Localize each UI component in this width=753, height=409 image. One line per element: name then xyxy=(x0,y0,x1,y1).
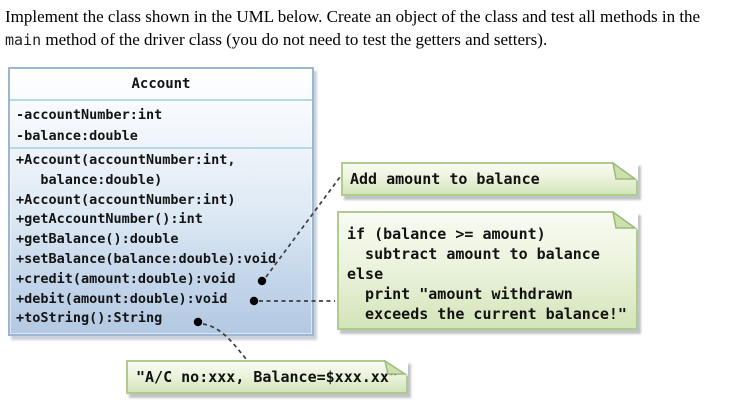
folded-corner-icon xyxy=(612,162,638,181)
note-debit-line: exceeds the current balance!" xyxy=(347,305,627,323)
methods-compartment: +Account(accountNumber:int, balance:doub… xyxy=(10,149,312,329)
folded-corner-icon xyxy=(384,360,408,376)
note-tostring: "A/C no:xxx, Balance=$xxx.xx" xyxy=(126,360,408,394)
note-debit-line: subtract amount to balance xyxy=(347,245,600,263)
class-name: Account xyxy=(131,76,191,92)
instruction-line-2-rest: method of the driver class (you do not n… xyxy=(41,30,548,49)
instruction-line-1: Implement the class shown in the UML bel… xyxy=(5,7,701,26)
folded-corner-icon xyxy=(612,211,638,230)
note-debit: if (balance >= amount) subtract amount t… xyxy=(337,211,638,330)
attribute-item: -balance:double xyxy=(16,128,138,144)
note-debit-line: print "amount withdrawn xyxy=(347,285,573,303)
attributes-compartment: -accountNumber:int -balance:double xyxy=(10,101,312,149)
note-debit-line: else xyxy=(347,265,384,283)
instruction-line-2: main method of the driver class (you do … xyxy=(5,28,751,52)
note-credit: Add amount to balance xyxy=(341,162,638,196)
attribute-item: -accountNumber:int xyxy=(16,107,163,123)
method-item: balance:double) xyxy=(16,171,163,188)
method-item: +credit(amount:double):void xyxy=(16,270,236,287)
method-item: +Account(accountNumber:int, xyxy=(16,152,236,168)
note-tostring-text: "A/C no:xxx, Balance=$xxx.xx" xyxy=(136,368,398,386)
method-item: +getBalance():double xyxy=(16,231,179,248)
method-item: +getAccountNumber():int xyxy=(16,211,203,228)
uml-class-box: Account -accountNumber:int -balance:doub… xyxy=(8,67,314,336)
instruction-text: Implement the class shown in the UML bel… xyxy=(5,5,751,52)
main-code-token: main xyxy=(5,31,42,49)
note-credit-text: Add amount to balance xyxy=(350,170,540,188)
method-item: +toString():String xyxy=(16,310,163,327)
class-name-header: Account xyxy=(10,69,312,101)
method-item: +Account(accountNumber:int) xyxy=(16,191,236,208)
method-item: +setBalance(balance:double):void xyxy=(16,250,277,267)
method-item: +debit(amount:double):void xyxy=(16,290,228,307)
note-debit-line: if (balance >= amount) xyxy=(347,225,546,243)
